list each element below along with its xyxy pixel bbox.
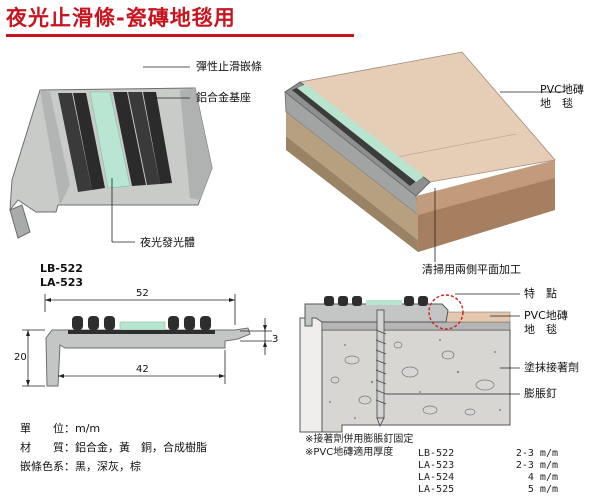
table-model: LA-523 — [418, 460, 455, 471]
dimension-width-top: 52 — [136, 288, 149, 299]
callout-expansion-nail: 膨脹釘 — [524, 387, 557, 400]
title-underline — [6, 34, 354, 37]
table-model: LA-525 — [418, 484, 455, 495]
spec-insert-colors: 嵌條色系：黑，深灰，棕 — [20, 460, 141, 474]
callout-adhesive: 塗抹接著劑 — [524, 361, 579, 374]
table-row: LA-524 4 m/m — [418, 472, 558, 484]
page-title: 夜光止滑條-瓷磚地毯用 — [6, 6, 236, 30]
spec-unit-value: m/m — [75, 422, 101, 435]
table-row: LB-522 2-3 m/m — [418, 448, 558, 460]
spec-unit: 單 位：m/m — [20, 422, 100, 436]
callout-pvc-tile: PVC地磚 — [540, 83, 584, 96]
callout-elastic-insert: 彈性止滑嵌條 — [196, 60, 262, 73]
callout-glow-body: 夜光發光體 — [140, 236, 195, 249]
note-fixing-method: ※接著劑併用膨脹釘固定 — [305, 434, 414, 445]
spec-material-label: 材 質： — [20, 441, 75, 454]
table-value: 4 m/m — [527, 472, 558, 483]
callout-feature: 特 點 — [524, 287, 557, 300]
spec-colors-label: 嵌條色系： — [20, 460, 75, 473]
model-label-la523: LA-523 — [40, 276, 84, 289]
dimension-width-bottom: 42 — [136, 364, 149, 375]
callout-install-pvc-tile: PVC地磚 — [524, 309, 568, 322]
table-value: 5 m/m — [527, 484, 558, 495]
dimension-height: 20 — [14, 352, 27, 363]
callout-flat-edges: 清掃用兩側平面加工 — [422, 263, 521, 276]
table-model: LA-524 — [418, 472, 455, 483]
callout-carpet: 地 毯 — [540, 97, 573, 110]
callout-install-carpet: 地 毯 — [524, 323, 557, 336]
table-value: 2-3 m/m — [515, 448, 558, 459]
callout-aluminum-base: 鋁合金基座 — [196, 91, 251, 104]
table-value: 2-3 m/m — [515, 460, 558, 471]
note-tile-thickness: ※PVC地磚適用厚度 — [305, 447, 394, 458]
spec-material: 材 質：鋁合金，黃 銅，合成樹脂 — [20, 441, 207, 455]
table-row: LA-523 2-3 m/m — [418, 460, 558, 472]
spec-material-value: 鋁合金，黃 銅，合成樹脂 — [75, 441, 207, 454]
dimension-thickness: 3 — [272, 334, 279, 345]
spec-unit-label: 單 位： — [20, 422, 75, 435]
table-model: LB-522 — [418, 448, 455, 459]
spec-colors-value: 黑，深灰，棕 — [75, 460, 141, 473]
model-label-lb522: LB-522 — [40, 262, 83, 275]
table-row: LA-525 5 m/m — [418, 484, 558, 496]
